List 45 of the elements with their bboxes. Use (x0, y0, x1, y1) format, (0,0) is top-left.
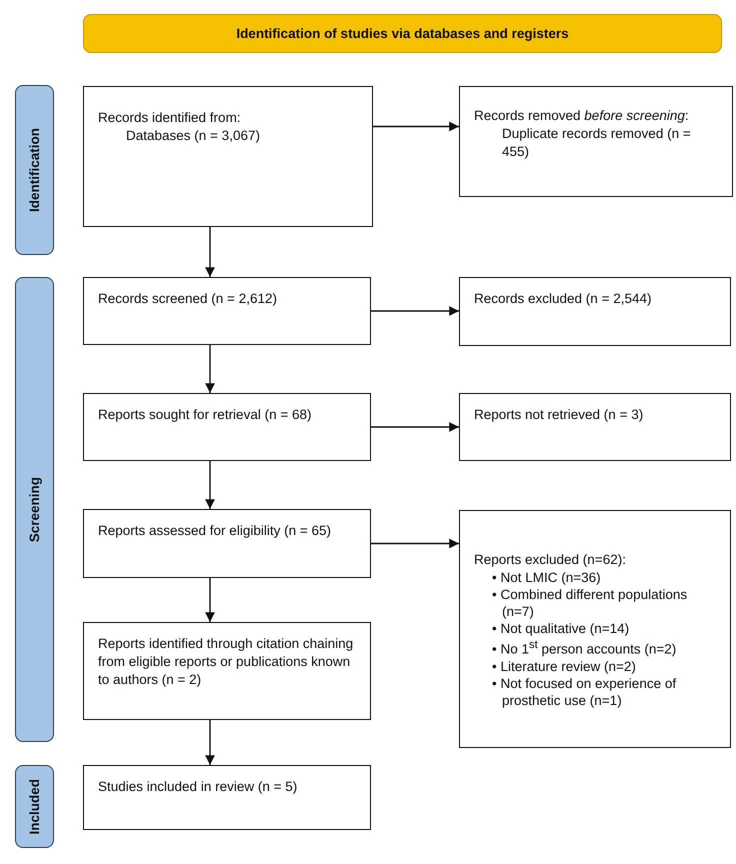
phase-label-box (15, 85, 54, 255)
box-text: Records removed before screening: (474, 107, 690, 125)
arrow (205, 227, 215, 277)
box-text: Reports sought for retrieval (n = 68) (98, 406, 312, 424)
phase-label-box (15, 277, 54, 742)
box-text: Records excluded (n = 2,544) (474, 290, 652, 308)
box-text: Reports not retrieved (n = 3) (474, 406, 644, 424)
process-box (459, 510, 731, 748)
list-item: • Not qualitative (n=14) (491, 620, 630, 637)
process-box (459, 393, 731, 461)
box-text: Reports excluded (n=62): (474, 551, 627, 569)
process-box (459, 277, 731, 346)
phase-label-box (15, 765, 54, 848)
process-box (83, 86, 373, 227)
phase-label: Included (27, 778, 42, 834)
arrow (205, 578, 215, 622)
box-text: Duplicate records removed (n = 455) (501, 125, 692, 161)
process-box (459, 86, 733, 197)
list-item: • No 1$^{st}$ person accounts (n=2) (491, 638, 678, 658)
arrow (371, 422, 459, 432)
box-text: Studies included in review (n = 5) (98, 778, 298, 796)
box-text: Reports identified through citation chaining from eligible reports or publications known to authors (n = 2) (98, 635, 354, 689)
box-text: Records identified from: (98, 109, 242, 127)
box-text: Records screened (n = 2,612) (98, 290, 278, 308)
arrow (205, 720, 215, 765)
process-box (83, 277, 371, 345)
process-box (83, 509, 371, 578)
arrow (373, 122, 459, 132)
box-text: Reports assessed for eligibility (n = 65) (98, 522, 332, 540)
list-item: • Not focused on experience of prosthetic use (n=1) (491, 674, 678, 708)
process-box (83, 622, 371, 720)
arrow (205, 461, 215, 509)
list-item: • Literature review (n=2) (491, 658, 637, 674)
phase-label: Screening (27, 476, 42, 542)
arrow (371, 538, 459, 548)
process-box (83, 393, 371, 461)
list-item: • Combined different populations (n=7) (491, 586, 688, 620)
phase-label: Identification (27, 128, 42, 212)
arrow (371, 306, 459, 316)
section-heading: Identification of studies via databases and registers (236, 26, 569, 41)
list-item: • Not LMIC (n=36) (491, 569, 602, 586)
process-box (83, 765, 371, 830)
box-text: Databases (n = 3,067) (125, 127, 261, 145)
section-header-band (83, 14, 722, 53)
arrow (205, 345, 215, 393)
